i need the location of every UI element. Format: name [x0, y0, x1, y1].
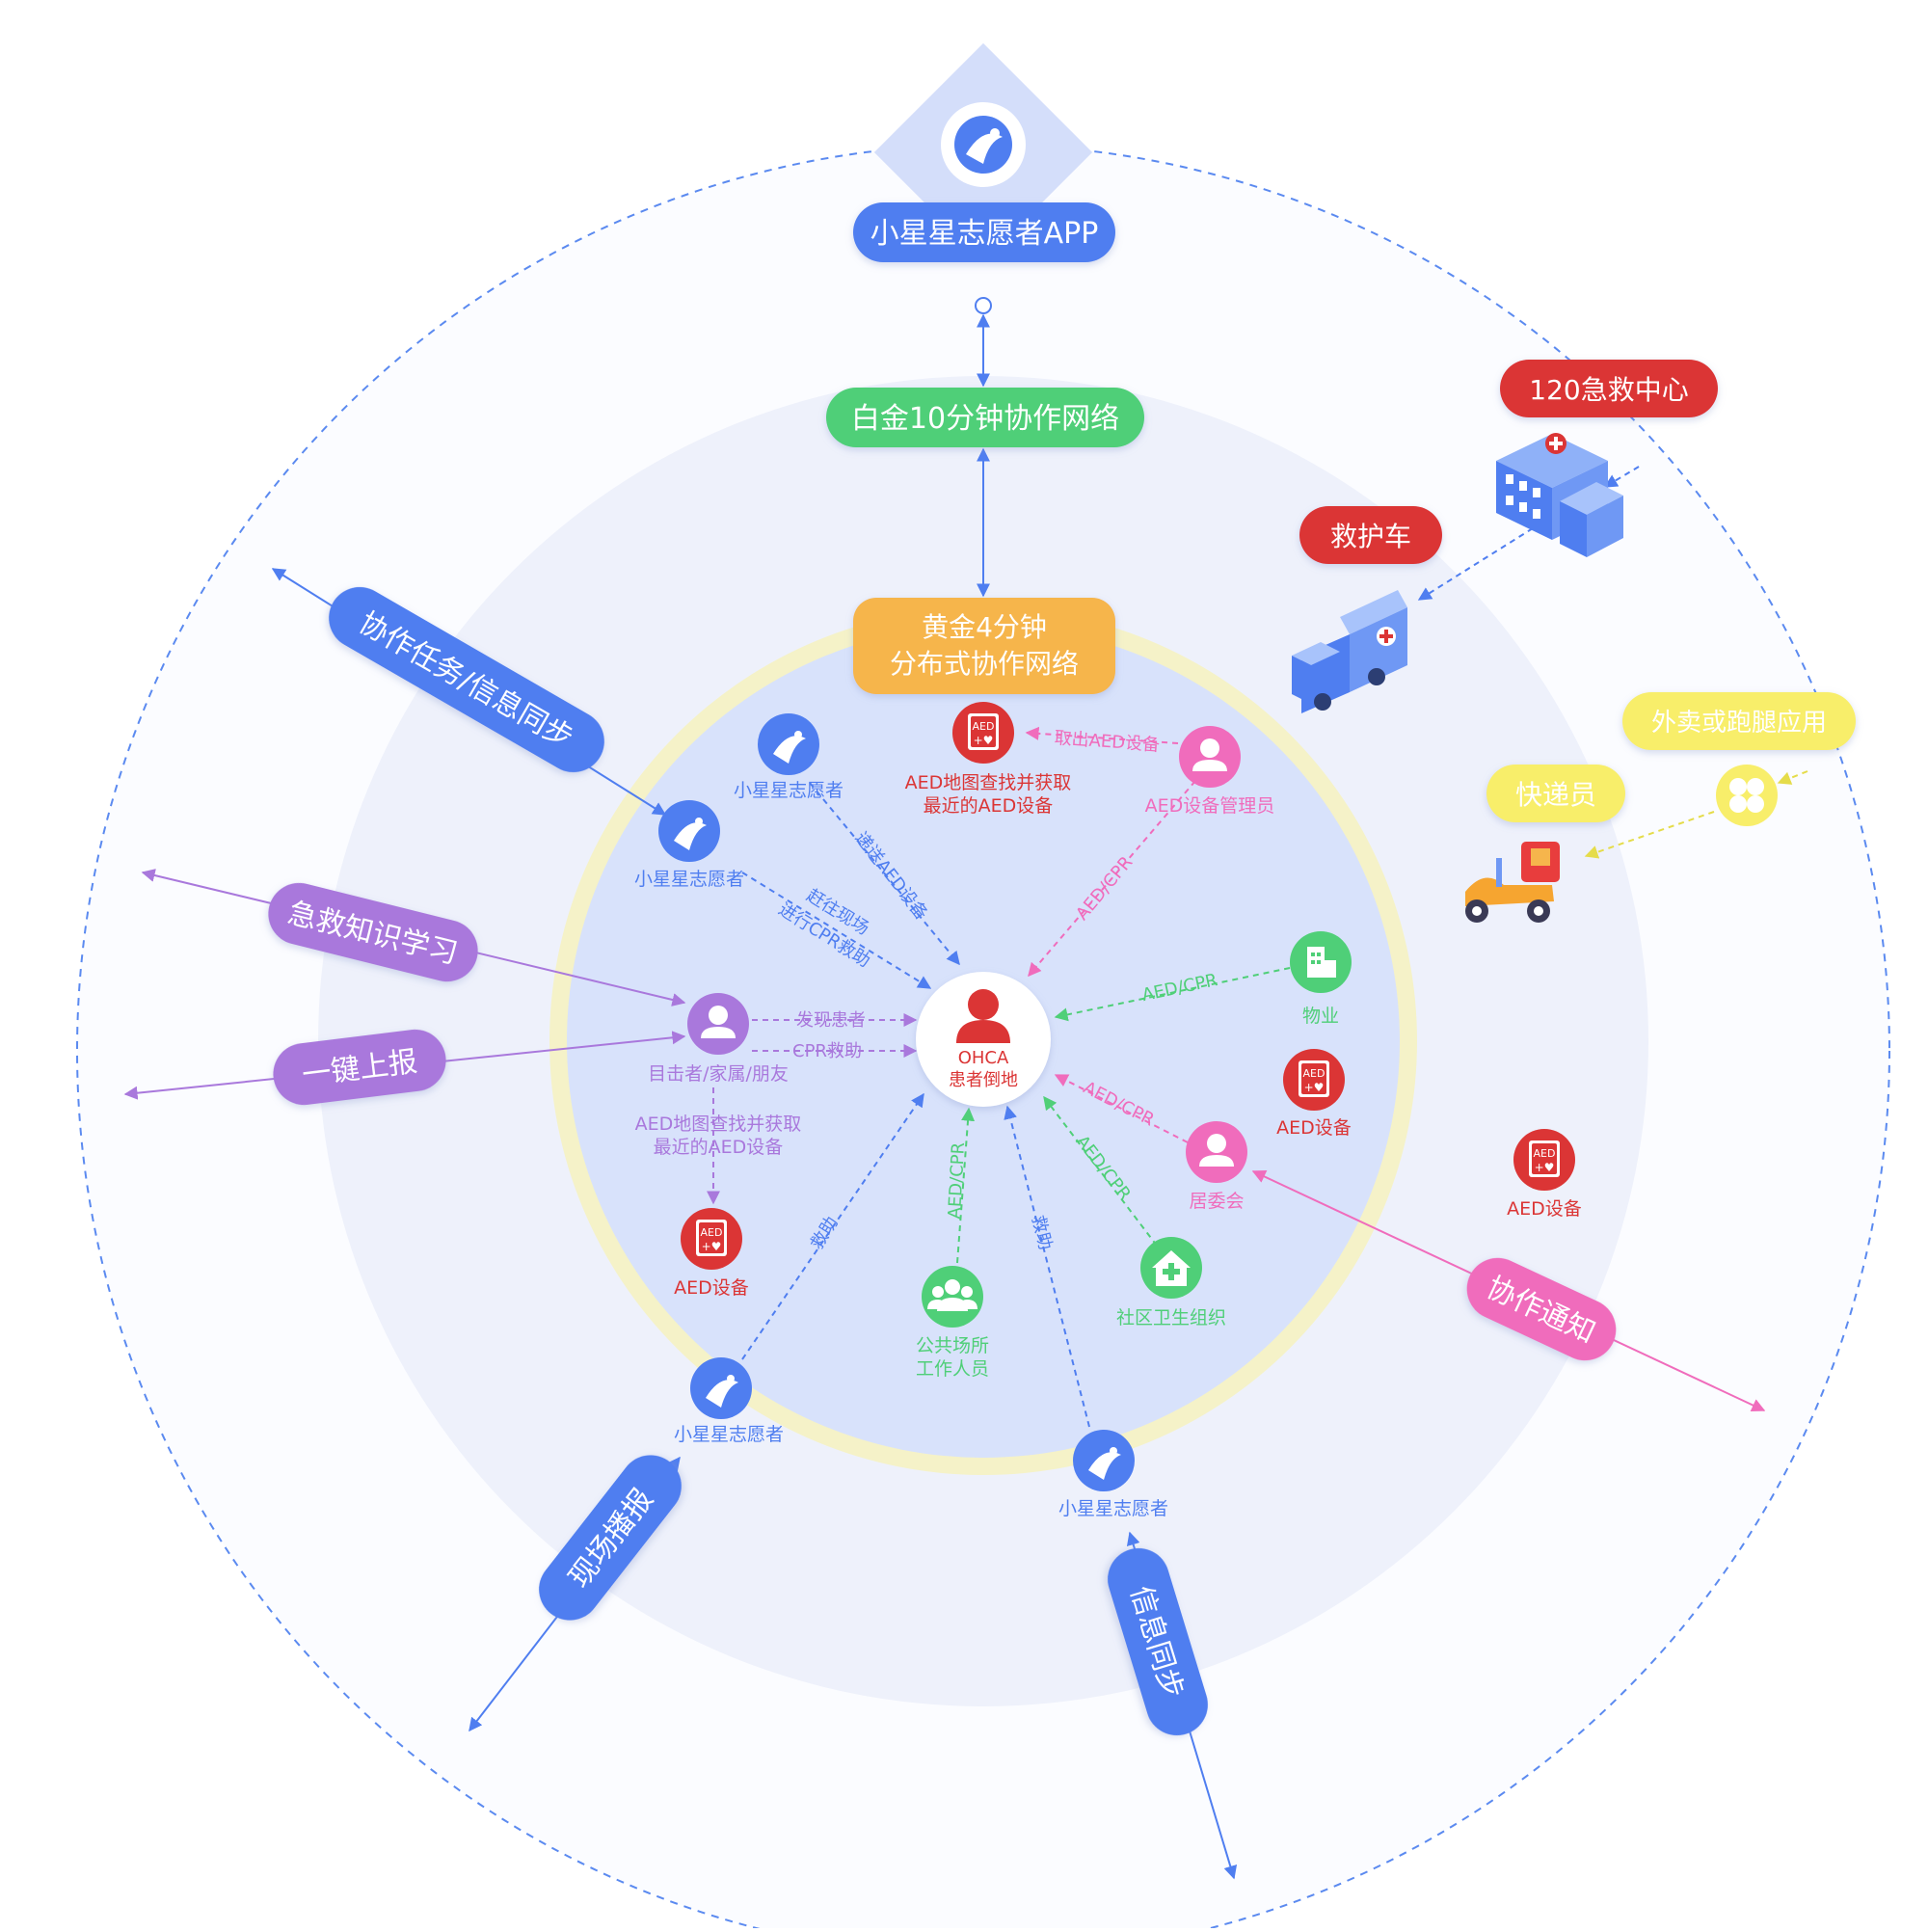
aed-map-text-2: 最近的AED设备 [924, 795, 1054, 817]
patient-person-icon [956, 989, 1010, 1043]
person-icon [1199, 1134, 1234, 1167]
edge-label-aed-cpr-public: AED/CPR [945, 1141, 969, 1220]
patient-label-2: 患者倒地 [949, 1070, 1018, 1090]
edge-manager-to-patient [1028, 780, 1196, 978]
aed-icon: AED +♥ [1529, 1140, 1560, 1177]
edge-volunteer-top-to-patient [809, 782, 960, 966]
svg-text:+♥: +♥ [1304, 1081, 1325, 1094]
volunteer-node-bottom-left[interactable]: 小星星志愿者 [674, 1357, 784, 1445]
svg-text:AED: AED [701, 1226, 723, 1239]
person-icon [1192, 738, 1227, 771]
edge-label-cpr: CPR救助 [792, 1041, 862, 1061]
health-org-node[interactable]: 社区卫生组织 [1116, 1237, 1226, 1328]
aed-device-label: AED设备 [674, 1277, 749, 1299]
volunteer-label: 小星星志愿者 [1058, 1498, 1168, 1519]
volunteer-label: 小星星志愿者 [674, 1424, 784, 1445]
one-key-report-pill[interactable]: 一键上报 [270, 1026, 449, 1108]
edge-volunteer-left-to-patient [741, 872, 932, 989]
person-icon [701, 1006, 736, 1038]
delivery-app-icon[interactable] [1716, 765, 1778, 826]
volunteer-node-top[interactable]: 小星星志愿者 [734, 713, 844, 801]
app-logo-icon [941, 102, 1026, 187]
witness-label: 目击者/家属/朋友 [648, 1063, 789, 1085]
volunteer-icon [658, 800, 720, 862]
platinum-pill-label: 白金10分钟协作网络 [851, 402, 1119, 436]
aed-icon: AED +♥ [968, 713, 999, 750]
aed-manager-label: AED设备管理员 [1145, 795, 1275, 817]
public-staff-label-1: 公共场所 [916, 1335, 989, 1356]
edge-manager-to-aed [1025, 726, 1179, 744]
delivery-app-label: 外卖或跑腿应用 [1651, 709, 1827, 738]
edge-120-to-hospital [1603, 466, 1640, 488]
aed-node-right[interactable]: AED +♥ AED设备 [1276, 1049, 1352, 1139]
committee-node[interactable]: 居委会 [1186, 1121, 1247, 1212]
volunteer-icon [758, 713, 819, 775]
scooter-icon [1465, 842, 1560, 923]
golden-pill[interactable] [853, 598, 1115, 694]
edge-volunteer-bl-to-patient [741, 1092, 924, 1360]
ambulance-icon [1292, 590, 1407, 713]
volunteer-node-bottom-right[interactable]: 小星星志愿者 [1058, 1430, 1168, 1519]
group-icon [927, 1279, 977, 1311]
app-pill-label: 小星星志愿者APP [870, 217, 1099, 251]
building-icon [1307, 947, 1336, 978]
clinic-icon [1152, 1250, 1191, 1286]
edge-app-to-courier [1584, 811, 1715, 859]
svg-text:AED: AED [973, 720, 995, 733]
edge-delivery-to-app-icon [1777, 770, 1808, 785]
patient-label-1: OHCA [958, 1048, 1009, 1068]
committee-label: 居委会 [1189, 1191, 1244, 1212]
edge-hospital-to-ambulance [1417, 527, 1534, 601]
health-org-label: 社区卫生组织 [1116, 1307, 1226, 1328]
courier-pill[interactable] [1486, 765, 1625, 822]
edge-property-to-patient [1054, 967, 1291, 1022]
volunteer-label: 小星星志愿者 [634, 869, 744, 890]
app-pill[interactable] [853, 202, 1115, 262]
edge-volunteer-br-to-patient [1004, 1105, 1090, 1428]
svg-text:+♥: +♥ [974, 734, 994, 747]
property-label: 物业 [1302, 1006, 1339, 1027]
app-connector-dot [975, 297, 992, 314]
aed-icon: AED +♥ [1299, 1060, 1329, 1097]
aed-icon: AED +♥ [696, 1220, 727, 1256]
witness-aed-text-1: AED地图查找并获取 [635, 1114, 802, 1135]
platinum-pill[interactable] [826, 388, 1144, 447]
ambulance-pill[interactable] [1299, 506, 1442, 564]
aed-map-text-1: AED地图查找并获取 [905, 772, 1072, 793]
public-staff-node[interactable]: 公共场所 工作人员 [916, 1266, 989, 1380]
hospital-icon [1496, 433, 1623, 557]
aed-manager-node[interactable]: AED设备管理员 [1145, 726, 1275, 817]
edge-label-find-patient: 发现患者 [796, 1010, 866, 1031]
ambulance-label: 救护车 [1330, 521, 1411, 552]
courier-label: 快递员 [1515, 779, 1596, 811]
aed-device-label: AED设备 [1276, 1117, 1352, 1139]
volunteer-label: 小星星志愿者 [734, 780, 844, 801]
svg-text:AED: AED [1534, 1147, 1556, 1160]
golden-pill-line2: 分布式协作网络 [890, 648, 1079, 680]
center-120-label: 120急救中心 [1529, 374, 1688, 406]
patient-node[interactable]: OHCA 患者倒地 [916, 972, 1051, 1107]
public-staff-label-2: 工作人员 [916, 1358, 989, 1380]
center-120-pill[interactable] [1500, 360, 1718, 417]
volunteer-icon [1073, 1430, 1135, 1491]
aed-device-label: AED设备 [1507, 1198, 1582, 1220]
delivery-app-pill[interactable] [1622, 692, 1856, 750]
volunteer-icon [690, 1357, 752, 1419]
edge-committee-to-patient [1054, 1074, 1189, 1143]
witness-aed-text-2: 最近的AED设备 [654, 1137, 784, 1158]
edge-public-to-patient [956, 1107, 976, 1264]
golden-pill-line1: 黄金4分钟 [922, 611, 1047, 643]
svg-text:+♥: +♥ [1535, 1161, 1555, 1174]
aed-node-left[interactable]: AED +♥ AED设备 [674, 1208, 749, 1299]
aed-node-top[interactable]: AED +♥ AED地图查找并获取 最近的AED设备 [905, 702, 1072, 817]
svg-text:AED: AED [1303, 1067, 1326, 1080]
property-node[interactable]: 物业 [1290, 931, 1352, 1027]
svg-text:+♥: +♥ [702, 1240, 722, 1253]
